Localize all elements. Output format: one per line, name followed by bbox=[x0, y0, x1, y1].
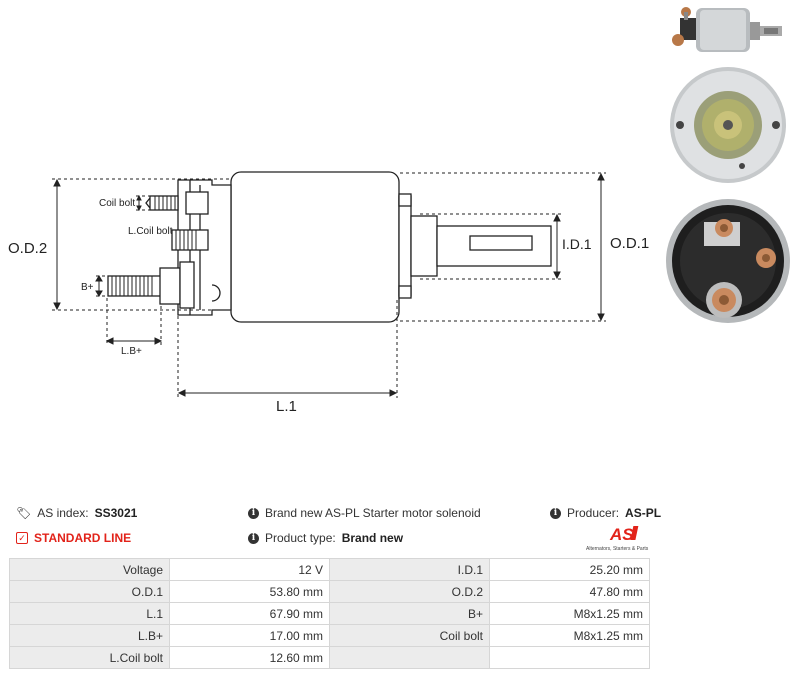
spec-label: L.Coil bolt bbox=[9, 646, 170, 669]
spec-value: 12.60 mm bbox=[169, 646, 330, 669]
spec-value: 12 V bbox=[169, 558, 330, 581]
logo-text: AS bbox=[609, 525, 634, 544]
product-photo-side bbox=[664, 0, 792, 60]
as-index-value: SS3021 bbox=[94, 506, 138, 520]
od2-label: O.D.2 bbox=[8, 240, 47, 257]
info-icon: i bbox=[550, 507, 561, 519]
bplus-label: B+ bbox=[81, 282, 94, 293]
spec-label: L.B+ bbox=[9, 624, 170, 647]
od1-label: O.D.1 bbox=[610, 235, 649, 252]
coil-bolt-label: Coil bolt bbox=[99, 198, 135, 209]
spec-label: I.D.1 bbox=[329, 558, 490, 581]
product-photo-rear bbox=[664, 192, 792, 330]
spec-label: O.D.1 bbox=[9, 580, 170, 603]
info-icon: i bbox=[248, 507, 259, 519]
l1-label: L.1 bbox=[276, 398, 297, 415]
spec-value: 67.90 mm bbox=[169, 602, 330, 625]
spec-label: L.1 bbox=[9, 602, 170, 625]
product-type-value: Brand new bbox=[341, 531, 404, 545]
standard-line-badge: ✓ STANDARD LINE bbox=[16, 531, 131, 545]
producer: i Producer: AS-PL bbox=[550, 506, 661, 520]
spec-value: 47.80 mm bbox=[489, 580, 650, 603]
producer-label: Producer: bbox=[567, 506, 620, 520]
as-index-label: AS index: bbox=[37, 506, 89, 520]
product-info-bar: 🏷 AS index: SS3021 ✓ STANDARD LINE i Bra… bbox=[14, 500, 661, 560]
l-coil-bolt-label: L.Coil bolt bbox=[128, 226, 173, 237]
spec-label: B+ bbox=[329, 602, 490, 625]
spec-value: M8x1.25 mm bbox=[489, 624, 650, 647]
product-type: i Product type: Brand new bbox=[248, 531, 403, 545]
standard-line-text: STANDARD LINE bbox=[34, 531, 132, 545]
spec-label bbox=[329, 646, 490, 669]
product-type-label: Product type: bbox=[265, 531, 336, 545]
id1-label: I.D.1 bbox=[562, 236, 592, 252]
producer-value: AS-PL bbox=[625, 506, 662, 520]
tag-icon: 🏷 bbox=[16, 506, 32, 520]
as-index: 🏷 AS index: SS3021 bbox=[16, 506, 137, 520]
spec-label: O.D.2 bbox=[329, 580, 490, 603]
logo-tagline: Alternators, Starters & Parts bbox=[586, 546, 649, 552]
check-square-icon: ✓ bbox=[16, 532, 28, 544]
solenoid-body bbox=[230, 171, 400, 323]
spec-label: Coil bolt bbox=[329, 624, 490, 647]
info-icon: i bbox=[248, 532, 259, 544]
spec-value: 17.00 mm bbox=[169, 624, 330, 647]
spec-label: Voltage bbox=[9, 558, 170, 581]
spec-value bbox=[489, 646, 650, 669]
spec-value: M8x1.25 mm bbox=[489, 602, 650, 625]
product-photo-front bbox=[664, 64, 792, 186]
lbplus-label: L.B+ bbox=[121, 346, 142, 357]
product-description: i Brand new AS-PL Starter motor solenoid bbox=[248, 506, 481, 520]
as-pl-logo: AS Alternators, Starters & Parts bbox=[586, 525, 649, 552]
description-text: Brand new AS-PL Starter motor solenoid bbox=[265, 506, 481, 520]
spec-value: 25.20 mm bbox=[489, 558, 650, 581]
spec-value: 53.80 mm bbox=[169, 580, 330, 603]
solenoid-technical-drawing: O.D.2 O.D.1 I.D.1 L.1 L.B+ B+ Coil bolt … bbox=[8, 171, 649, 415]
